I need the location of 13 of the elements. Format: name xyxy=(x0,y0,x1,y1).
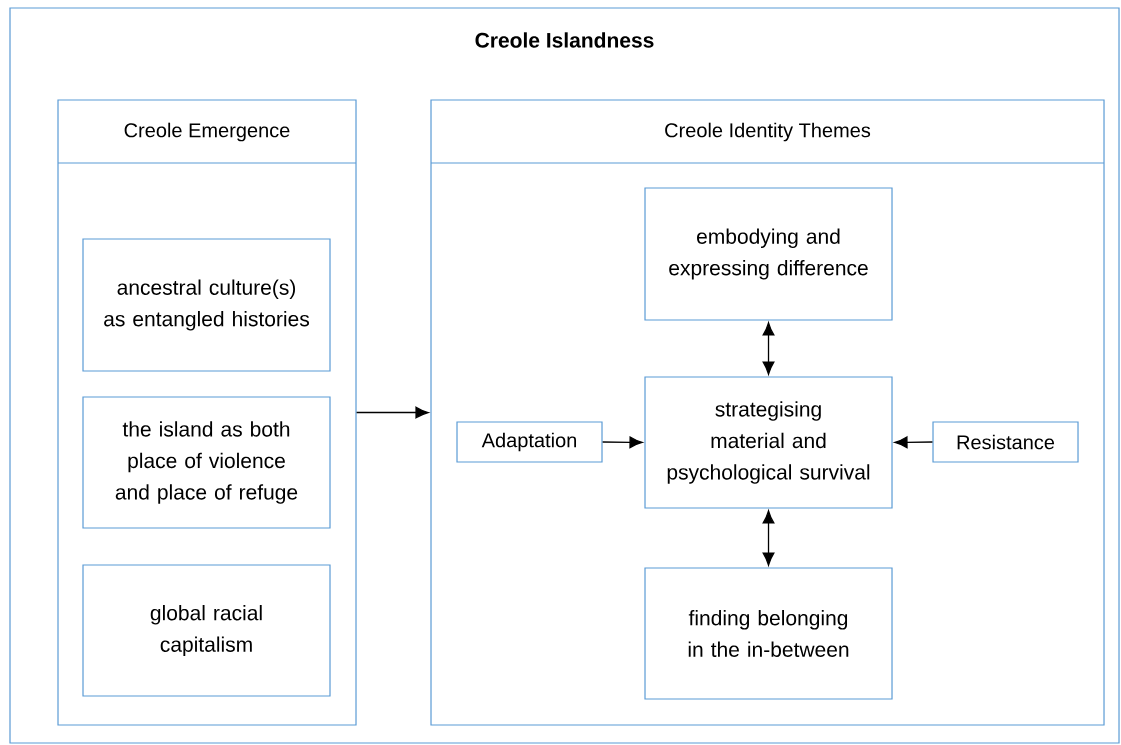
arrow xyxy=(355,406,429,419)
arrow xyxy=(762,322,775,375)
process-box: global racial capitalism xyxy=(82,564,331,697)
arrow xyxy=(762,510,775,566)
label-box: Adaptation xyxy=(456,421,603,463)
label-box: Resistance xyxy=(932,421,1079,463)
arrow xyxy=(894,436,934,449)
process-box: strategising material and psychological survival xyxy=(644,376,893,509)
process-box: the island as both place of violence and place of refuge xyxy=(82,396,331,529)
process-box: ancestral culture(s) as entangled histories xyxy=(82,238,331,372)
process-box: finding belonging in the in-between xyxy=(644,567,893,700)
arrow xyxy=(601,436,643,449)
process-box: embodying and expressing difference xyxy=(644,187,893,321)
